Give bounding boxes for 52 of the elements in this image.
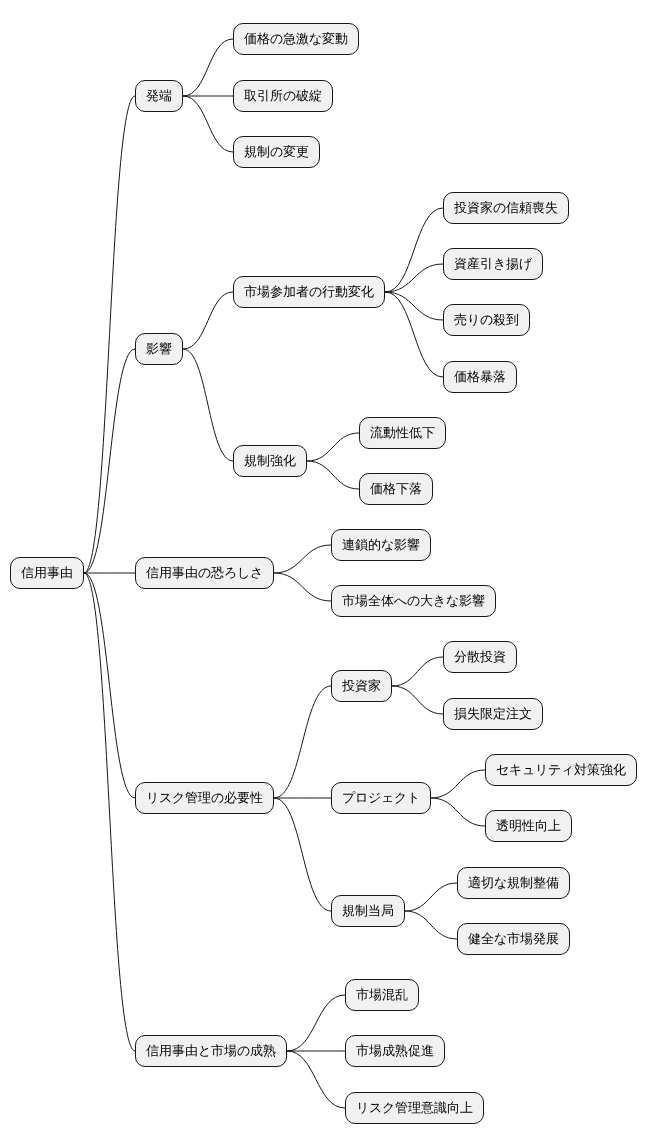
topic-box: リスク管理の必要性 (135, 782, 274, 814)
connector-line (273, 572, 332, 602)
connector-line (182, 291, 234, 350)
topic-box: 影響 (135, 333, 183, 365)
connector-line (384, 291, 444, 378)
connector-line (273, 797, 332, 912)
topic-box: 価格の急激な変動 (233, 23, 359, 55)
topic-box: 信用事由と市場の成熟 (135, 1035, 287, 1067)
topic-box: 売りの殺到 (443, 304, 530, 336)
topic-box: 投資家の信頼喪失 (443, 192, 569, 224)
topic-box: プロジェクト (331, 782, 431, 814)
connector-line (182, 95, 234, 97)
connector-line (404, 910, 458, 940)
topic-box: 流動性低下 (359, 417, 446, 449)
topic-box: 分散投資 (443, 641, 517, 673)
connector-line (83, 572, 136, 574)
topic-box: 規制当局 (331, 895, 405, 927)
topic-box: 価格暴落 (443, 361, 517, 393)
topic-box: 適切な規制整備 (457, 867, 570, 899)
connector-line (83, 95, 136, 574)
connector-line (286, 1050, 346, 1109)
topic-box: 市場参加者の行動変化 (233, 276, 385, 308)
topic-box: 市場全体への大きな影響 (331, 585, 496, 617)
topic-box: 発端 (135, 80, 183, 112)
topic-box: 損失限定注文 (443, 698, 543, 730)
topic-box: 市場混乱 (345, 979, 419, 1011)
connector-line (391, 656, 444, 687)
connector-line (83, 348, 136, 574)
connector-line (430, 797, 486, 827)
connector-line (273, 797, 332, 799)
topic-box: リスク管理意識向上 (345, 1092, 484, 1124)
topic-box: 資産引き揚げ (443, 248, 543, 280)
topic-box: 透明性向上 (485, 810, 572, 842)
connector-line (182, 95, 234, 153)
topic-box: 投資家 (331, 670, 392, 702)
topic-box: 価格下落 (359, 473, 433, 505)
topic-box: 規制の変更 (233, 136, 320, 168)
connector-line (391, 685, 444, 715)
connector-line (83, 572, 136, 1052)
topic-box: 取引所の破綻 (233, 80, 333, 112)
topic-box: 健全な市場発展 (457, 923, 570, 955)
connector-line (182, 348, 234, 462)
topic-box: セキュリティ対策強化 (485, 754, 637, 786)
topic-box: 信用事由の恐ろしさ (135, 557, 274, 589)
connector-line (384, 291, 444, 321)
topic-box: 信用事由 (10, 557, 84, 589)
topic-box: 連鎖的な影響 (331, 529, 431, 561)
topic-box: 規制強化 (233, 445, 307, 477)
connector-line (306, 460, 360, 490)
connector-line (83, 572, 136, 799)
topic-box: 市場成熟促進 (345, 1035, 445, 1067)
connector-line (286, 1050, 346, 1052)
